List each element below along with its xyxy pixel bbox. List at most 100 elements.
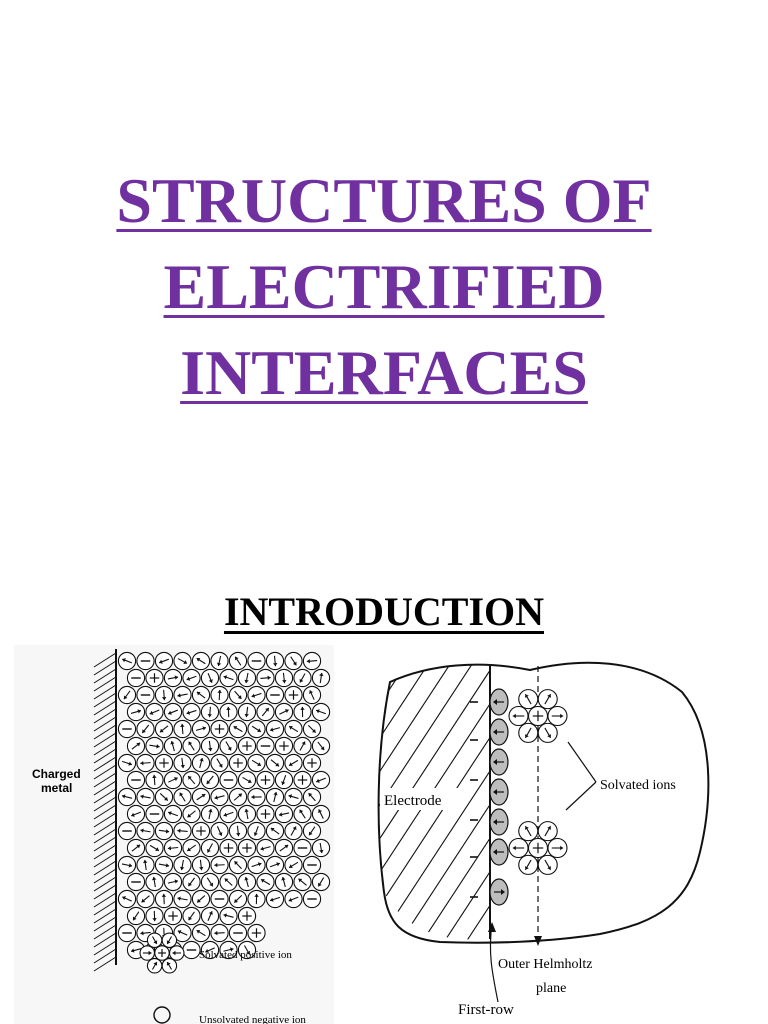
water-dipole bbox=[256, 838, 275, 858]
solvated-ion-clusters bbox=[508, 689, 568, 875]
water-dipole bbox=[117, 651, 137, 671]
electrode-label: Electrode bbox=[384, 793, 442, 809]
water-dipole bbox=[508, 705, 529, 727]
water-dipole bbox=[518, 854, 539, 875]
water-dipole bbox=[210, 685, 229, 705]
water-dipole bbox=[210, 651, 229, 671]
water-dipole bbox=[284, 855, 303, 875]
water-dipole bbox=[145, 906, 164, 926]
water-dipole bbox=[117, 889, 137, 909]
negative-ion bbox=[256, 736, 275, 756]
water-dipole bbox=[191, 753, 211, 773]
positive-ion bbox=[145, 668, 164, 688]
water-dipole bbox=[210, 787, 229, 807]
water-dipole bbox=[311, 838, 331, 858]
water-dipole bbox=[173, 889, 192, 909]
charged-metal-label-1: Charged bbox=[32, 767, 81, 781]
water-dipole bbox=[256, 702, 275, 722]
water-dipole bbox=[117, 787, 137, 807]
water-dipole bbox=[200, 838, 220, 858]
adsorbed-ion bbox=[489, 778, 509, 806]
water-dipole bbox=[537, 689, 558, 710]
adsorbed-ion bbox=[489, 748, 509, 776]
water-dipole bbox=[508, 837, 529, 859]
negative-ion bbox=[182, 940, 201, 960]
negative-ion bbox=[126, 872, 146, 892]
water-dipole bbox=[136, 753, 155, 773]
water-dipole bbox=[537, 821, 558, 842]
water-dipole bbox=[146, 958, 163, 974]
water-dipole bbox=[145, 736, 164, 756]
water-dipole bbox=[311, 702, 331, 722]
negative-ion bbox=[210, 889, 229, 909]
positive-ion bbox=[302, 753, 322, 773]
title-line-3: INTERFACES bbox=[180, 337, 588, 408]
water-dipole bbox=[136, 821, 155, 841]
water-dipole bbox=[182, 838, 201, 858]
positive-ion bbox=[527, 837, 549, 859]
water-dipole bbox=[154, 889, 174, 909]
negative-ion bbox=[117, 821, 137, 841]
title-line-2: ELECTRIFIED bbox=[163, 251, 605, 322]
positive-ion bbox=[191, 821, 211, 841]
water-dipole bbox=[265, 787, 285, 807]
positive-ion bbox=[247, 923, 266, 943]
water-dipole bbox=[126, 906, 146, 926]
water-dipole bbox=[274, 770, 294, 790]
first-row-arrow bbox=[489, 923, 499, 1003]
water-dipole bbox=[191, 685, 211, 705]
water-dipole bbox=[154, 685, 174, 705]
positive-ion bbox=[219, 838, 238, 858]
positive-ion bbox=[163, 906, 183, 926]
water-dipole bbox=[518, 722, 539, 743]
water-dipole bbox=[247, 753, 266, 773]
negative-ion bbox=[302, 889, 322, 909]
water-dipole bbox=[173, 753, 192, 773]
water-dipole bbox=[518, 821, 539, 842]
negative-ion bbox=[228, 923, 248, 943]
first-row-arrowhead bbox=[488, 922, 496, 932]
negative-ion bbox=[247, 651, 266, 671]
water-dipole bbox=[265, 889, 285, 909]
water-dipole bbox=[228, 821, 248, 841]
water-dipole bbox=[274, 872, 294, 892]
negative-ion bbox=[293, 838, 312, 858]
positive-ion bbox=[256, 770, 275, 790]
positive-ion bbox=[237, 906, 257, 926]
water-dipole bbox=[219, 906, 238, 926]
water-dipole bbox=[311, 872, 331, 892]
water-dipole bbox=[247, 719, 266, 739]
electrode-label-bg bbox=[380, 788, 460, 810]
negative-ion bbox=[219, 770, 238, 790]
water-dipole bbox=[163, 872, 183, 892]
water-dipole bbox=[146, 932, 163, 948]
water-dipole bbox=[537, 722, 558, 743]
positive-ion bbox=[284, 685, 303, 705]
water-dipole bbox=[228, 787, 248, 807]
water-dipole bbox=[161, 958, 178, 974]
water-dipole bbox=[182, 906, 201, 926]
water-dipole bbox=[237, 872, 257, 892]
water-dipole bbox=[311, 804, 331, 824]
water-dipole bbox=[154, 719, 174, 739]
water-dipole bbox=[200, 804, 220, 824]
water-dipole bbox=[200, 770, 220, 790]
water-dipole bbox=[182, 668, 201, 688]
water-dipole bbox=[210, 753, 229, 773]
water-dipole bbox=[173, 685, 192, 705]
water-dipole bbox=[293, 804, 312, 824]
solvated-ions-label: Solvated ions bbox=[600, 778, 676, 793]
water-dipole bbox=[311, 736, 331, 756]
water-dipole bbox=[293, 702, 312, 722]
positive-ion bbox=[210, 719, 229, 739]
water-dipole bbox=[219, 702, 238, 722]
negative-ion bbox=[117, 923, 137, 943]
water-dipole bbox=[284, 821, 303, 841]
positive-ion bbox=[237, 838, 257, 858]
water-dipole bbox=[219, 872, 238, 892]
metal-hatching bbox=[93, 652, 117, 972]
water-dipole bbox=[200, 702, 220, 722]
water-dipole bbox=[126, 736, 146, 756]
legend-positive-label: Solvated positive ion bbox=[199, 949, 292, 961]
adsorbed-ion bbox=[489, 808, 509, 836]
